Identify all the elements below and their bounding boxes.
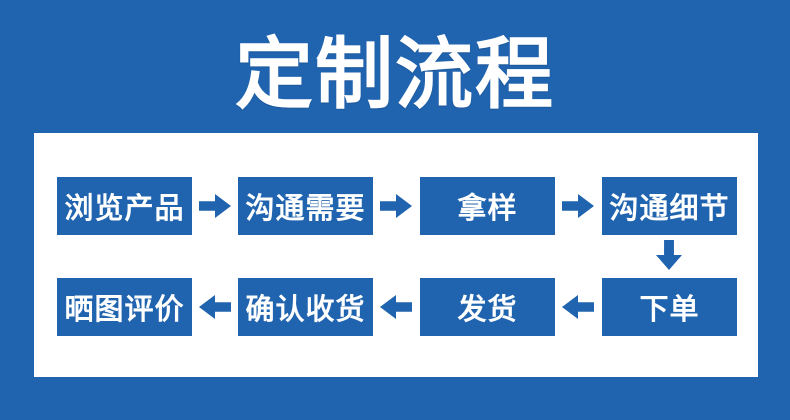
flow-step-get-sample: 拿样 bbox=[420, 177, 555, 235]
arrow-right-icon bbox=[562, 194, 594, 218]
arrow-right-icon bbox=[199, 194, 231, 218]
flow-step-browse-products: 浏览产品 bbox=[57, 177, 192, 235]
flow-step-review-with-photos: 晒图评价 bbox=[57, 278, 192, 336]
flow-panel: 浏览产品 沟通需要 拿样 沟通细节 晒图评价 确认收货 发货 下单 bbox=[34, 133, 758, 377]
arrow-left-icon bbox=[199, 295, 231, 319]
flow-step-ship-goods: 发货 bbox=[420, 278, 555, 336]
flow-step-communicate-needs: 沟通需要 bbox=[238, 177, 373, 235]
arrow-left-icon bbox=[562, 295, 594, 319]
arrow-down-icon bbox=[656, 240, 682, 270]
arrow-left-icon bbox=[380, 295, 412, 319]
flow-step-place-order: 下单 bbox=[602, 278, 737, 336]
flow-step-communicate-details: 沟通细节 bbox=[602, 177, 737, 235]
arrow-right-icon bbox=[380, 194, 412, 218]
page-title: 定制流程 bbox=[234, 30, 555, 118]
flow-step-confirm-receipt: 确认收货 bbox=[238, 278, 373, 336]
